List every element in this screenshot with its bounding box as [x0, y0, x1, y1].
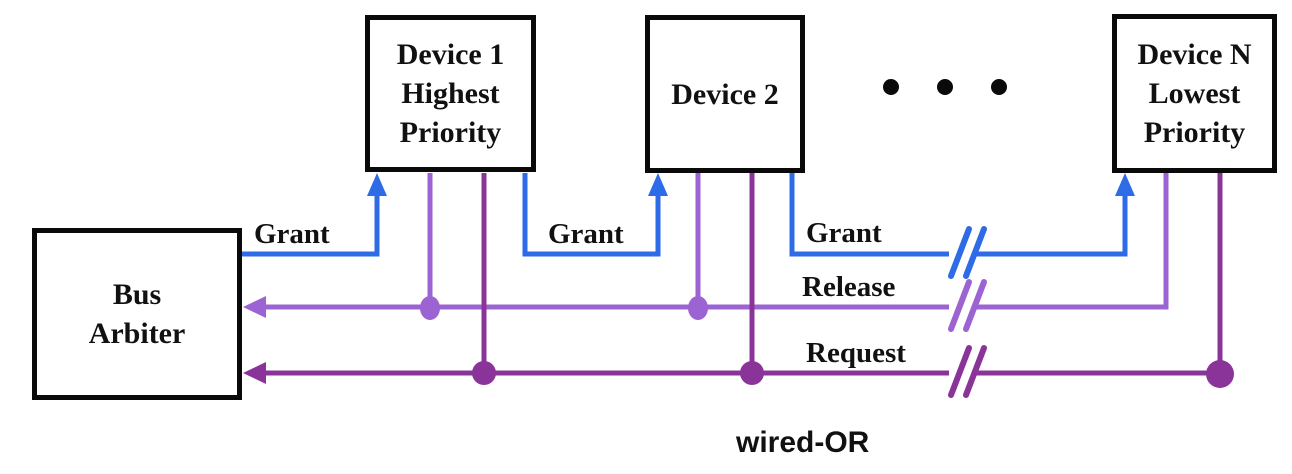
grant-wire-device2-to-deviceN	[789, 173, 1135, 279]
device-1-label: Device 1 Highest Priority	[396, 38, 505, 149]
release-line-break-icon	[948, 279, 987, 332]
device-1-box: Device 1 Highest Priority	[365, 15, 536, 172]
bus-arbiter-box: Bus Arbiter	[32, 228, 242, 400]
device-2-label: Device 2	[671, 77, 779, 111]
grant-wire-device1-to-device2	[522, 173, 668, 257]
grant-arrowhead-device1	[367, 173, 387, 196]
device-2-box: Device 2	[645, 15, 805, 173]
ellipsis-dots-icon	[883, 79, 1007, 95]
grant-arrowhead-device2	[648, 173, 668, 196]
request-junction-dot-device1	[472, 361, 496, 385]
device-n-box: Device N Lowest Priority	[1112, 14, 1277, 173]
release-junction-dot-device2	[688, 296, 708, 320]
request-line-break-icon	[948, 345, 987, 398]
grant-line-break-icon	[948, 226, 987, 279]
release-wire	[243, 173, 1169, 332]
request-wire	[243, 173, 1234, 398]
grant-label-2: Grant	[548, 218, 624, 250]
grant-wire-arbiter-to-device1	[242, 173, 387, 257]
request-label: Request	[806, 337, 906, 369]
request-arrowhead-arbiter	[243, 362, 266, 384]
release-label: Release	[802, 271, 896, 303]
bus-arbiter-label: Bus Arbiter	[88, 278, 186, 350]
grant-label-1: Grant	[254, 218, 330, 250]
request-junction-dot-device2	[740, 361, 764, 385]
wired-or-label: wired-OR	[736, 426, 870, 459]
device-n-label: Device N Lowest Priority	[1137, 38, 1252, 149]
release-junction-dot-device1	[420, 296, 440, 320]
grant-label-3: Grant	[806, 217, 882, 249]
grant-arrowhead-deviceN	[1115, 173, 1135, 196]
request-junction-dot-deviceN	[1206, 360, 1234, 388]
release-arrowhead-arbiter	[243, 296, 266, 318]
